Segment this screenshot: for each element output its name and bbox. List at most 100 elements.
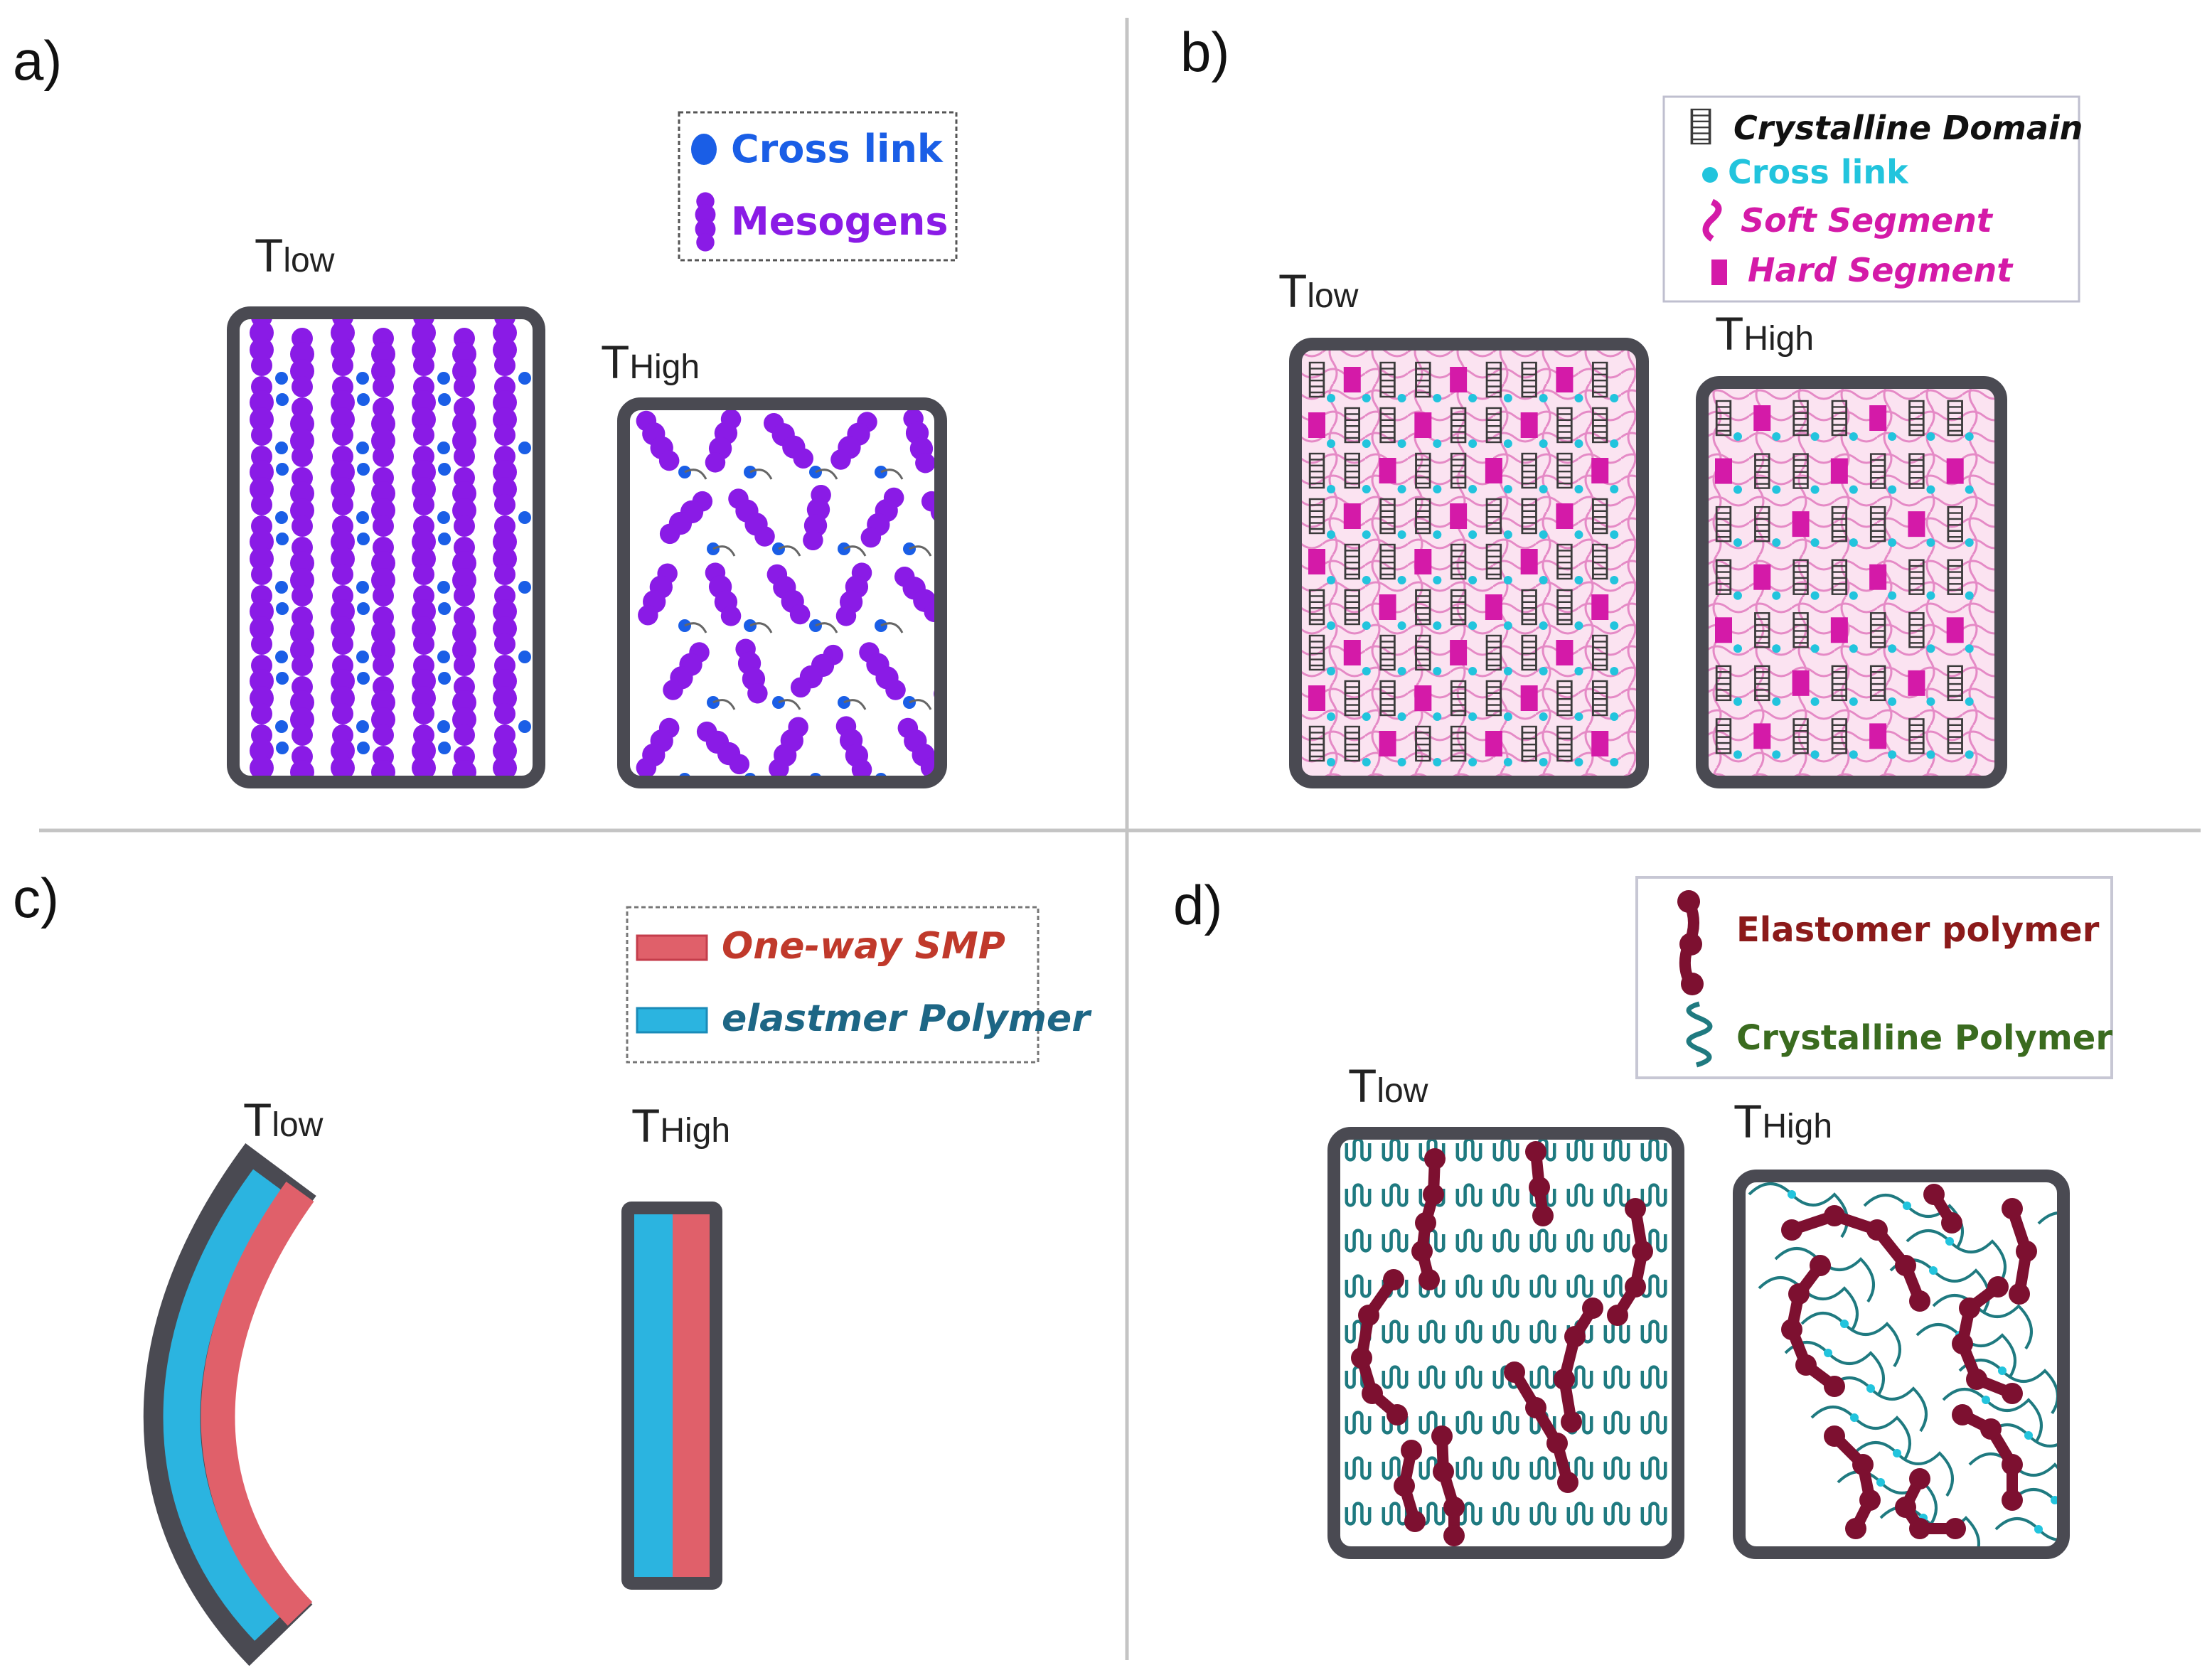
elastomer-bead [1362,1383,1383,1404]
hard-segment [1450,503,1468,529]
mesogen-icon [371,328,395,397]
crosslink-dot [438,742,451,754]
mesogen-icon [695,192,716,252]
crosslink-dot [1733,697,1742,706]
crosslink-dot [357,393,370,406]
crosslink-dot [1397,530,1406,539]
crosslink-dot [357,463,370,476]
legend-b-crosslink: Cross link [1728,153,1909,191]
crosslink-dot [356,442,369,454]
b-thigh-sample [1696,376,2007,788]
c-tlow-bent-bilayer [143,1143,316,1666]
crosslink-dot [968,696,981,709]
d-thigh-sample [1733,1170,2070,1559]
legend-d-box [1635,876,2113,1079]
hard-segment [1520,412,1538,438]
hard-segment [1556,503,1573,529]
legend-b-soft: Soft Segment [1741,201,1994,240]
hard-segment [1556,640,1573,665]
crosslink-dot [1824,1349,1832,1357]
crosslink-dot [1965,697,1974,706]
crosslink-dot [1362,621,1371,630]
elastomer-bead [1358,1305,1379,1326]
crosslink-dot [1362,667,1371,675]
elastomer-bead [1788,1283,1810,1305]
elastomer-bead [1845,1518,1866,1539]
legend-d-crystalline: Crystalline Polymer [1736,1018,2112,1058]
crosslink-dot [438,672,451,685]
crosslink-dot [1876,1478,1885,1487]
elastomer-bead [1866,1219,1888,1241]
mesogen-icon [331,376,355,446]
elastomer-bead [1418,1269,1440,1290]
crosslink-dot [1574,576,1583,584]
elastomer-bead [1952,1404,1973,1425]
crosslink-dot [1888,644,1897,653]
crosslink-dot [357,533,370,545]
elastomer-bead [1909,1290,1930,1312]
crosslink-dot [1926,432,1935,441]
elastomer-bead [1411,1241,1433,1262]
crosslink-dot [1362,485,1371,493]
crosslink-dot [1397,712,1406,721]
b-tlow-label: Tlow [1278,264,1359,317]
crosslink-dot [1888,591,1897,600]
elastomer-bead [1895,1255,1916,1276]
crosslink-dot [1574,439,1583,448]
hard-segment [1715,458,1732,484]
crosslink-dot [276,742,289,754]
mesogen-icon [371,676,395,746]
crosslink-dot [1929,1266,1938,1275]
a-tlow-mesogen-array [250,319,531,776]
crosslink-dot [1574,621,1583,630]
crosslink-dot [1926,538,1935,547]
crosslink-dot [1468,667,1478,675]
a-tlow-sample [227,306,545,788]
crosslink-dot [1849,538,1858,547]
mesogen-icon [412,515,436,585]
panel-a: a) Cross link Mesogens Tlow THigh [13,29,981,788]
hard-segment [1308,549,1325,574]
crosslink-dot [1998,1366,2007,1375]
crosslink-dot [1433,712,1442,721]
elastomer-bead [2002,1454,2023,1475]
hard-segment-icon [1711,260,1727,285]
crosslink-dot [437,651,450,663]
hard-segment [1414,549,1432,574]
crosslink-dot [1539,576,1548,584]
elastomer-bead [1431,1425,1453,1447]
crosslink-dot [1503,439,1512,448]
mesogen-icon [290,328,314,397]
crosslink-dot [437,511,450,524]
hard-segment [1485,731,1502,756]
crosslink-dot [1926,750,1935,759]
crosslink-dot [1772,697,1781,706]
crosslink-dot [1397,485,1406,493]
mesogen-icon [493,515,517,585]
crosslink-dot [1610,530,1619,539]
hard-segment [1753,564,1771,590]
hard-segment [1556,367,1573,392]
elastomer-bead [1781,1319,1802,1340]
crosslink-dot [1503,758,1512,766]
crosslink-dot [1397,667,1406,675]
crosslink-dot [1965,432,1974,441]
crosslink-dot [1503,485,1512,493]
hard-segment [1520,685,1538,711]
crosslink-dot [1733,538,1742,547]
crosslink-dot [1945,1237,1954,1246]
crosslink-dot [1903,1202,1911,1210]
elastomer-bead [1401,1440,1422,1461]
crosslink-dot [1610,712,1619,721]
crosslink-dot [1965,644,1974,653]
crosslink-dot [1468,530,1478,539]
elastomer-bead [1415,1212,1436,1234]
crosslink-dot [1327,439,1335,448]
panel-d-label: d) [1173,874,1222,936]
hard-segment [1753,405,1771,431]
crosslink-dot [1849,697,1858,706]
crosslink-dot [1574,394,1583,402]
b-tlow-sample [1289,338,1649,788]
elastomer-bead [1987,1276,2009,1298]
crosslink-dot [1397,621,1406,630]
